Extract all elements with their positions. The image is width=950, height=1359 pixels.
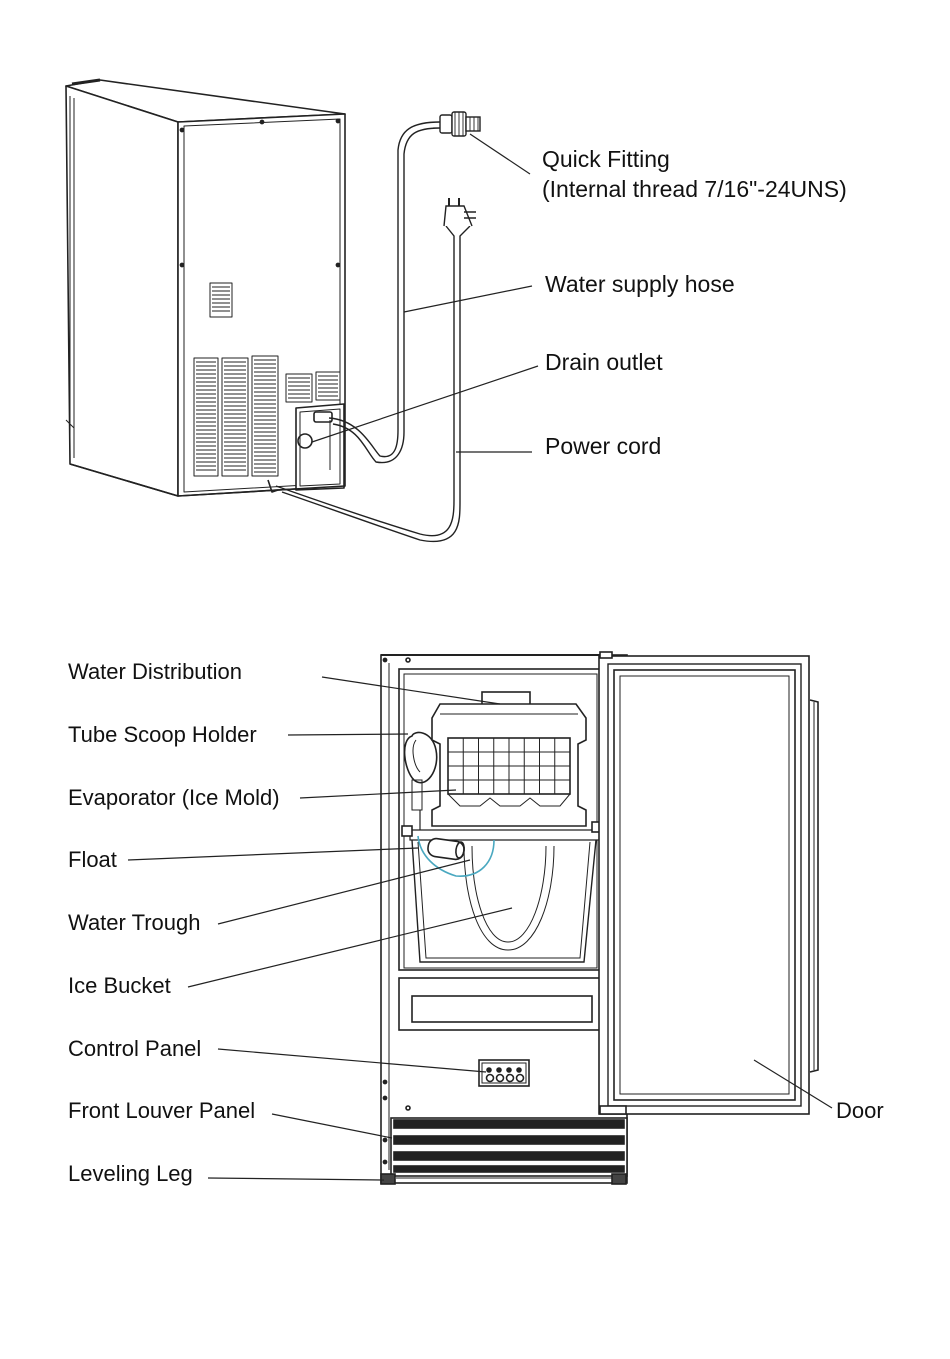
top-leader-lines	[312, 134, 538, 452]
label-leveling-leg: Leveling Leg	[68, 1161, 193, 1187]
label-water-distribution: Water Distribution	[68, 659, 242, 685]
rear-view-unit	[66, 80, 345, 496]
label-tube-scoop-holder: Tube Scoop Holder	[68, 722, 257, 748]
door	[599, 652, 818, 1114]
label-quick-fitting: Quick Fitting (Internal thread 7/16"-24U…	[542, 146, 847, 202]
label-ice-bucket: Ice Bucket	[68, 973, 171, 999]
label-evaporator: Evaporator (Ice Mold)	[68, 785, 280, 811]
label-control-panel: Control Panel	[68, 1036, 201, 1062]
label-quick-fitting-line1: Quick Fitting	[542, 146, 847, 172]
label-power-cord: Power cord	[545, 433, 661, 459]
label-float: Float	[68, 847, 117, 873]
label-water-trough: Water Trough	[68, 910, 200, 936]
front-view-unit	[381, 655, 627, 1184]
label-drain-outlet: Drain outlet	[545, 349, 663, 375]
label-front-louver-panel: Front Louver Panel	[68, 1098, 255, 1124]
label-water-supply-hose: Water supply hose	[545, 271, 735, 297]
label-door: Door	[836, 1098, 884, 1124]
label-quick-fitting-line2: (Internal thread 7/16"-24UNS)	[542, 176, 847, 202]
quick-fitting	[440, 112, 480, 136]
